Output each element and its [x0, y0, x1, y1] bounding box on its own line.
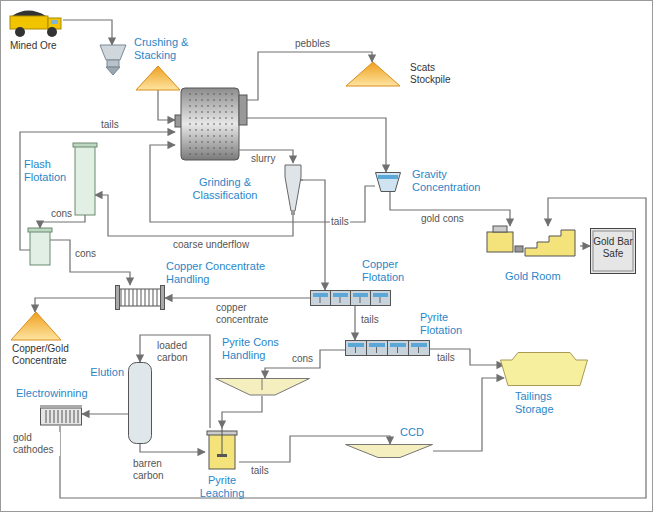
unit-label: Copper/Gold Concentrate [12, 343, 82, 367]
process-unit: Pyrite Flotation [345, 340, 430, 356]
unit-label: CCD [400, 426, 434, 439]
flotation-cells [310, 290, 390, 306]
process-unit: Pyrite Cons Handling [215, 378, 310, 396]
filter-press [115, 285, 165, 310]
process-unit: Crushing & Stacking [92, 40, 182, 90]
tailings-dam [500, 352, 588, 386]
flow-label: barren carbon [132, 458, 178, 482]
flotation-cells [345, 340, 430, 356]
process-unit: Copper Flotation [310, 290, 390, 306]
unit-label: Grinding & Classification [178, 176, 272, 202]
unit-label: Pyrite Leaching [190, 474, 254, 500]
flow-label: tails [360, 314, 380, 326]
flow-label: gold cathodes [12, 432, 60, 456]
flow-line [247, 118, 386, 172]
flow-line [140, 444, 205, 452]
flow-line [580, 245, 590, 246]
flow-line [247, 52, 372, 100]
flow-label: tails [436, 352, 456, 364]
unit-label: Electrowinning [16, 387, 106, 400]
flow-line [165, 297, 310, 298]
process-unit: CCD [345, 444, 433, 458]
process-unit: Mined Ore [8, 5, 63, 37]
flow-label: cons [74, 248, 97, 260]
process-unit: Gravity Concentration [375, 172, 401, 192]
electrowinning-cell [40, 404, 82, 426]
process-unit: Gold Bar Safe [590, 228, 636, 274]
flow-line [20, 132, 175, 250]
flow-line [95, 195, 293, 236]
process-unit: Grinding & Classification [175, 85, 305, 218]
flow-line [63, 20, 112, 45]
process-unit: Electrowinning [40, 404, 82, 426]
gold-room [485, 226, 580, 262]
haul-truck [8, 5, 63, 37]
flow-line [301, 180, 325, 290]
flow-label: slurry [250, 153, 276, 165]
leach-tank [205, 428, 239, 470]
stockpile [345, 62, 401, 86]
flow-label: coarse underflow [172, 239, 250, 251]
unit-label: Copper Flotation [362, 258, 422, 284]
elution-column [128, 362, 152, 444]
flow-line [60, 198, 646, 498]
unit-label: Scats Stockpile [410, 62, 470, 86]
flow-line [82, 413, 128, 414]
unit-label: Gravity Concentration [412, 168, 502, 194]
flow-line [433, 378, 504, 451]
flow-label: copper concentrate [215, 302, 279, 326]
process-unit: Pyrite Leaching [205, 428, 239, 470]
unit-label: Copper Concentrate Handling [166, 260, 266, 286]
process-unit: Copper/Gold Concentrate [10, 312, 62, 340]
thickener [345, 444, 433, 458]
flow-line [265, 350, 345, 378]
stockpile [10, 312, 62, 340]
flow-label: tails [330, 216, 350, 228]
process-unit: Tailings Storage [500, 352, 588, 386]
process-unit: Copper Concentrate Handling [115, 285, 165, 310]
flow-line [35, 298, 115, 312]
unit-label: Gold Bar Safe [592, 236, 634, 260]
unit-label: Crushing & Stacking [134, 36, 196, 62]
unit-label: Tailings Storage [515, 390, 585, 416]
process-unit: Elution [128, 362, 152, 444]
flow-label: loaded carbon [156, 340, 202, 364]
thickener [215, 378, 310, 396]
process-unit: Scats Stockpile [345, 62, 401, 86]
flow-label: gold cons [420, 213, 465, 225]
flow-line [158, 90, 175, 120]
flow-line [354, 306, 355, 340]
unit-label: Pyrite Flotation [420, 311, 480, 337]
unit-label: Mined Ore [10, 40, 80, 52]
flow-label: tails [250, 465, 270, 477]
flow-label: cons [50, 208, 73, 220]
flow-line [390, 192, 510, 226]
unit-label: Gold Room [505, 270, 575, 283]
flow-line [50, 240, 130, 285]
flow-line [430, 349, 504, 365]
process-unit: Gold Room [485, 226, 580, 262]
flow-label: tails [100, 119, 120, 131]
unit-label: Elution [78, 366, 124, 379]
unit-label: Flash Flotation [24, 158, 74, 184]
gravity-concentrator [375, 172, 401, 192]
flow-label: cons [291, 353, 314, 365]
flow-line [222, 396, 262, 428]
flow-label: pebbles [294, 38, 331, 50]
